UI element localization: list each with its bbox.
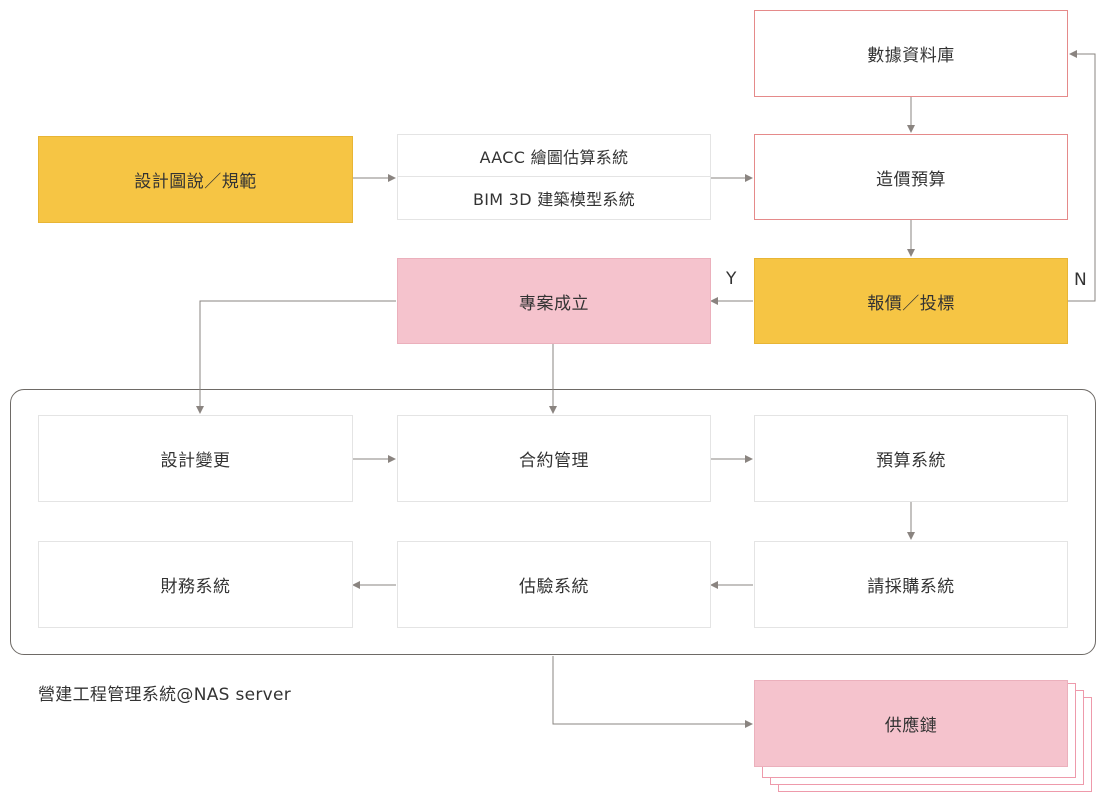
node-contract-management: 合約管理 <box>397 415 711 502</box>
node-finance-system-label: 財務系統 <box>160 577 231 597</box>
node-database-label: 數據資料庫 <box>867 46 955 66</box>
node-cost-budget-label: 造價預算 <box>876 169 946 190</box>
node-supply-chain-label: 供應鏈 <box>884 716 938 736</box>
node-project-established-label: 專案成立 <box>519 293 589 314</box>
edge-label-yes: Y <box>726 269 737 289</box>
node-bim-system: BIM 3D 建築模型系統 <box>398 177 710 219</box>
node-estimate-system: 估驗系統 <box>397 541 711 628</box>
arrow-system-to-supply-chain <box>552 656 753 728</box>
arrow-quote-loop-to-database <box>1068 50 1096 302</box>
node-quote-bid: 報價／投標 <box>754 258 1068 344</box>
node-design-change-label: 設計變更 <box>160 451 231 471</box>
node-bim-system-label: BIM 3D 建築模型系統 <box>472 190 636 209</box>
node-design-drawings-label: 設計圖說／規範 <box>134 172 257 192</box>
node-estimate-system-label: 估驗系統 <box>519 577 589 597</box>
node-project-established: 專案成立 <box>397 258 711 344</box>
node-procurement-system: 請採購系統 <box>754 541 1068 628</box>
node-contract-management-label: 合約管理 <box>519 451 589 471</box>
node-aacc-system-label: AACC 繪圖估算系統 <box>479 147 629 167</box>
node-cost-budget: 造價預算 <box>754 134 1068 220</box>
node-procurement-system-label: 請採購系統 <box>867 577 955 597</box>
node-budget-system-label: 預算系統 <box>876 451 946 471</box>
edge-label-no: N <box>1074 270 1087 290</box>
node-budget-system: 預算系統 <box>754 415 1068 502</box>
node-design-drawings: 設計圖說／規範 <box>38 136 353 223</box>
node-database: 數據資料庫 <box>754 10 1068 97</box>
node-finance-system: 財務系統 <box>38 541 353 628</box>
node-aacc-system: AACC 繪圖估算系統 <box>398 135 710 177</box>
node-supply-chain: 供應鏈 <box>754 680 1068 767</box>
system-group-label: 營建工程管理系統@NAS server <box>38 685 292 705</box>
node-design-change: 設計變更 <box>38 415 353 502</box>
node-modeling-systems: AACC 繪圖估算系統 BIM 3D 建築模型系統 <box>397 134 711 220</box>
node-quote-bid-label: 報價／投標 <box>867 293 955 314</box>
arrow-project-to-design-change <box>196 300 396 414</box>
